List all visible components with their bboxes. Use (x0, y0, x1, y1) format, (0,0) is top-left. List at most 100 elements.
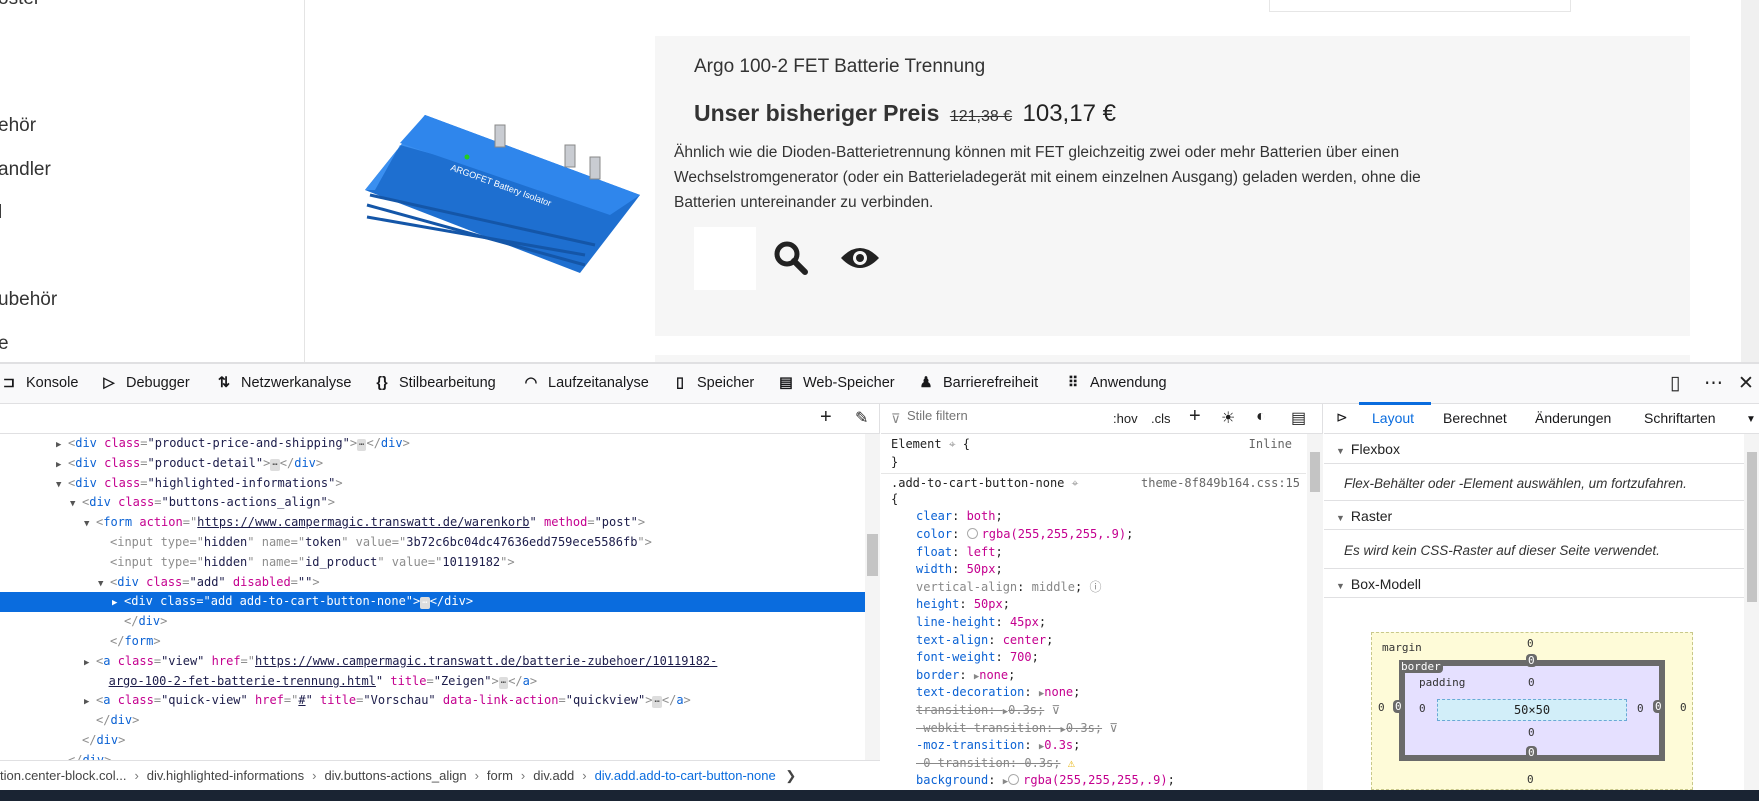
property-value[interactable]: both (966, 509, 996, 524)
close-icon[interactable]: ✕ (1738, 373, 1754, 394)
dark-mode-icon[interactable]: ◐ (1256, 408, 1266, 425)
rules-scrollbar[interactable] (1307, 434, 1323, 792)
markup-node[interactable]: <input type="hidden" name="token" value=… (0, 533, 865, 553)
markup-token[interactable]: https://www.campermagic.transwatt.de/war… (197, 515, 530, 530)
target-icon[interactable]: ⌖ (948, 437, 956, 451)
property-name[interactable]: clear (916, 509, 953, 524)
element-rule[interactable]: Element ⌖ {Inline (881, 436, 1306, 454)
sidebar-category[interactable]: l (0, 202, 3, 223)
search-icon[interactable] (773, 240, 809, 276)
flexbox-section-header[interactable]: ▼Flexbox (1324, 434, 1744, 464)
border-bottom-value[interactable]: 0 (1526, 746, 1537, 759)
property-value[interactable]: none (1044, 685, 1074, 700)
cls-button[interactable]: .cls (1151, 411, 1171, 426)
css-declaration[interactable]: height: 50px; (916, 597, 1010, 612)
add-node-icon[interactable]: + (820, 406, 832, 428)
css-declaration[interactable]: -moz-transition: ▶0.3s; (916, 738, 1081, 753)
property-name[interactable]: border (916, 667, 960, 682)
property-name[interactable]: vertical-align (916, 579, 1018, 594)
css-declaration[interactable]: transition: ▶0.3s; ⊽ (916, 702, 1061, 717)
markup-token[interactable]: https://www.campermagic.transwatt.de/bat… (255, 653, 718, 668)
sidebar-category[interactable]: andler (0, 159, 51, 180)
collapsed-triangle-icon[interactable]: ▶ (84, 697, 90, 708)
padding-right-value[interactable]: 0 (1637, 702, 1644, 715)
expand-triangle-icon[interactable]: ▶ (1002, 706, 1009, 717)
info-icon[interactable]: ⓘ (1089, 579, 1102, 594)
breadcrumb-item[interactable]: div.buttons-actions_align (324, 768, 467, 783)
property-value[interactable]: 0.3s (1024, 755, 1054, 770)
chevron-down-icon[interactable]: ▼ (1746, 414, 1756, 425)
markup-node[interactable]: </div> (0, 731, 865, 751)
expand-triangle-icon[interactable]: ▶ (1002, 777, 1009, 788)
expand-content-button[interactable]: ⋯ (498, 676, 509, 689)
property-value[interactable]: rgba(255,255,255,.9) (981, 526, 1127, 541)
markup-node[interactable]: </div> (0, 751, 865, 760)
property-name[interactable]: height (916, 597, 960, 612)
property-value[interactable]: 0.3s (1044, 738, 1074, 753)
border-right-value[interactable]: 0 (1653, 700, 1664, 713)
property-value[interactable]: 45px (1009, 614, 1039, 629)
expand-content-button[interactable]: ⋯ (420, 597, 430, 610)
sidebar-category[interactable]: ehör (0, 115, 37, 136)
css-declaration[interactable]: background: ▶rgba(255,255,255,.9); (916, 773, 1175, 788)
collapsed-triangle-icon[interactable]: ▶ (112, 598, 118, 609)
product-image[interactable]: ARGOFET Battery Isolator (355, 95, 645, 275)
css-declaration[interactable]: line-height: 45px; (916, 614, 1047, 629)
expand-content-button[interactable]: ⋯ (357, 439, 367, 451)
tab-console[interactable]: ⊐Konsole (0, 375, 78, 391)
eye-icon[interactable] (839, 244, 881, 272)
expand-content-button[interactable]: ⋯ (270, 458, 280, 471)
tab-debugger[interactable]: ▷Debugger (100, 375, 189, 391)
color-swatch[interactable] (966, 527, 978, 539)
collapsed-triangle-icon[interactable]: ▶ (56, 440, 62, 450)
property-name[interactable]: -moz-transition (916, 738, 1025, 753)
property-name[interactable]: float (916, 544, 953, 559)
padding-left-value[interactable]: 0 (1419, 702, 1426, 715)
markup-node[interactable]: ▶<div class="product-detail">⋯</div> (0, 454, 865, 474)
property-name[interactable]: -0-transition (916, 755, 1010, 770)
tab-layout[interactable]: Layout (1372, 410, 1415, 426)
markup-node[interactable]: ▶<a class="view" href="https://www.campe… (0, 652, 865, 672)
property-name[interactable]: line-height (916, 614, 996, 629)
breadcrumb-item[interactable]: form (486, 768, 513, 783)
padding-top-value[interactable]: 0 (1528, 676, 1535, 689)
grid-section-header[interactable]: ▼Raster (1324, 500, 1744, 530)
add-rule-icon[interactable]: + (1189, 405, 1201, 427)
tab-changes[interactable]: Änderungen (1535, 410, 1612, 426)
sidebar-category[interactable]: oster (0, 0, 40, 10)
property-name[interactable]: text-decoration (916, 685, 1025, 700)
css-declaration[interactable]: width: 50px; (916, 562, 1003, 577)
tab-memory[interactable]: ▯Speicher (671, 375, 754, 391)
margin-bottom-value[interactable]: 0 (1527, 773, 1534, 786)
expand-triangle-icon[interactable]: ▶ (973, 671, 980, 682)
add-to-cart-button[interactable] (694, 227, 756, 290)
property-value[interactable]: 700 (1009, 650, 1032, 665)
markup-token[interactable]: # (298, 693, 306, 708)
markup-token[interactable]: argo-100-2-fet-batterie-trennung.html (108, 673, 376, 688)
tab-performance[interactable]: ◠Laufzeitanalyse (522, 375, 649, 391)
tab-fonts[interactable]: Schriftarten (1644, 410, 1716, 426)
markup-node[interactable]: ▼<form action="https://www.campermagic.t… (0, 513, 865, 533)
eyedropper-icon[interactable]: ✎ (855, 410, 869, 427)
property-name[interactable]: -webkit-transition (916, 720, 1047, 735)
layout-scrollbar[interactable] (1744, 434, 1759, 792)
property-value[interactable]: none (979, 667, 1009, 682)
tab-accessibility[interactable]: ♟Barrierefreiheit (917, 375, 1039, 391)
breadcrumb-item[interactable]: tion.center-block.col... (0, 768, 127, 783)
tab-network[interactable]: ⇅Netzwerkanalyse (215, 375, 352, 391)
page-scrollbar[interactable] (1741, 0, 1759, 362)
markup-node[interactable]: </form> (0, 632, 865, 652)
tab-storage[interactable]: ▤Web-Speicher (777, 375, 894, 391)
target-icon[interactable]: ⌖ (1071, 476, 1079, 491)
markup-node[interactable]: ▼<div class="buttons-actions_align"> (0, 493, 865, 513)
css-declaration[interactable]: float: left; (916, 544, 1003, 559)
warning-icon[interactable]: ⚠ (1067, 755, 1075, 770)
responsive-design-icon[interactable]: ▯ (1670, 373, 1681, 394)
rule-selector[interactable]: .add-to-cart-button-none (891, 476, 1065, 491)
property-name[interactable]: text-align (916, 632, 989, 647)
markup-node[interactable]: <input type="hidden" name="id_product" v… (0, 553, 865, 573)
box-model-border[interactable]: border 0 0 0 0 padding 0 0 0 0 50×50 (1393, 654, 1665, 761)
tab-style-editor[interactable]: {}Stilbearbeitung (373, 375, 495, 391)
sidebar-category[interactable]: e (0, 333, 9, 354)
product-title[interactable]: Argo 100-2 FET Batterie Trennung (694, 56, 986, 77)
